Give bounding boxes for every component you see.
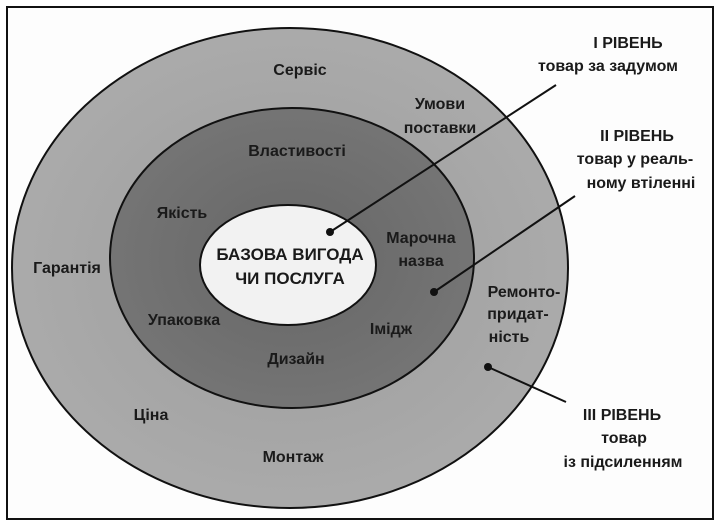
level3-dot: [484, 363, 492, 371]
level1-dot: [326, 228, 334, 236]
level2-desc-line2: ному втіленні: [587, 175, 696, 192]
core-label-line1: БАЗОВА ВИГОДА: [216, 245, 363, 264]
level1-title: I РІВЕНЬ: [593, 35, 662, 52]
label-service: Сервіс: [273, 62, 327, 79]
level2-title: II РІВЕНЬ: [600, 128, 674, 145]
core-benefit-ellipse: [199, 204, 377, 326]
core-label-line2: ЧИ ПОСЛУГА: [235, 269, 345, 288]
level1-desc: товар за задумом: [538, 58, 678, 75]
label-delivery-line1: Умови: [415, 96, 465, 113]
level2-desc-line1: товар у реаль-: [577, 151, 693, 168]
level3-desc-line2: із підсиленням: [564, 454, 683, 471]
level2-pointer: [433, 195, 576, 293]
label-installation: Монтаж: [263, 449, 325, 466]
label-quality: Якість: [157, 205, 208, 222]
label-repair-line1: Ремонто-: [488, 284, 561, 301]
level3-desc-line1: товар: [601, 430, 647, 447]
label-brand-line1: Марочна: [386, 230, 456, 247]
label-design: Дизайн: [267, 351, 324, 368]
label-brand-line2: назва: [398, 253, 443, 270]
label-delivery-line2: поставки: [404, 120, 477, 137]
label-packaging: Упаковка: [148, 312, 220, 329]
label-image: Імідж: [370, 321, 413, 338]
label-repair-line2: придат-: [487, 306, 549, 323]
label-repair-line3: ність: [489, 329, 530, 346]
level1-pointer: [329, 84, 557, 233]
label-price: Ціна: [134, 407, 169, 424]
label-warranty: Гарантія: [33, 260, 101, 277]
label-properties: Властивості: [248, 143, 346, 160]
level3-pointer: [487, 366, 567, 403]
level3-title: III РІВЕНЬ: [583, 407, 661, 424]
level2-dot: [430, 288, 438, 296]
